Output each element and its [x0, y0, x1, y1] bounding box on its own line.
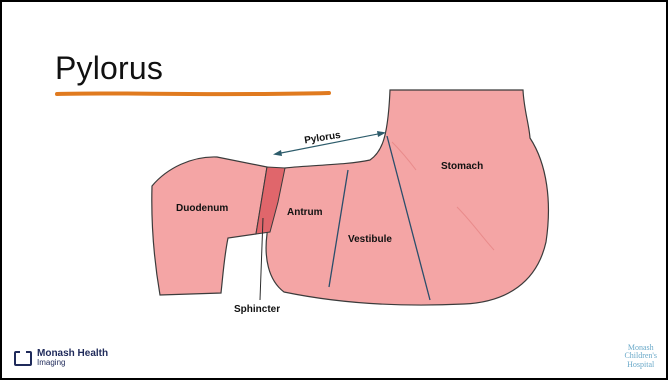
antrum-label: Antrum	[287, 207, 323, 218]
pylorus-label: Pylorus	[304, 130, 342, 147]
duodenum-shape	[152, 157, 267, 295]
pylorus-arrowhead-left	[273, 150, 282, 156]
duodenum-label: Duodenum	[176, 203, 228, 214]
vestibule-label: Vestibule	[348, 234, 392, 245]
logo-line-3: Hospital	[624, 361, 657, 369]
stomach-label: Stomach	[441, 161, 483, 172]
stomach-shape	[266, 90, 548, 305]
monash-health-logo: Monash Health Imaging	[14, 349, 108, 367]
monash-health-logo-icon	[14, 351, 32, 366]
sphincter-label: Sphincter	[234, 304, 280, 315]
logo-org-sub: Imaging	[37, 359, 108, 367]
monash-childrens-hospital-logo: Monash Children's Hospital	[624, 344, 657, 369]
